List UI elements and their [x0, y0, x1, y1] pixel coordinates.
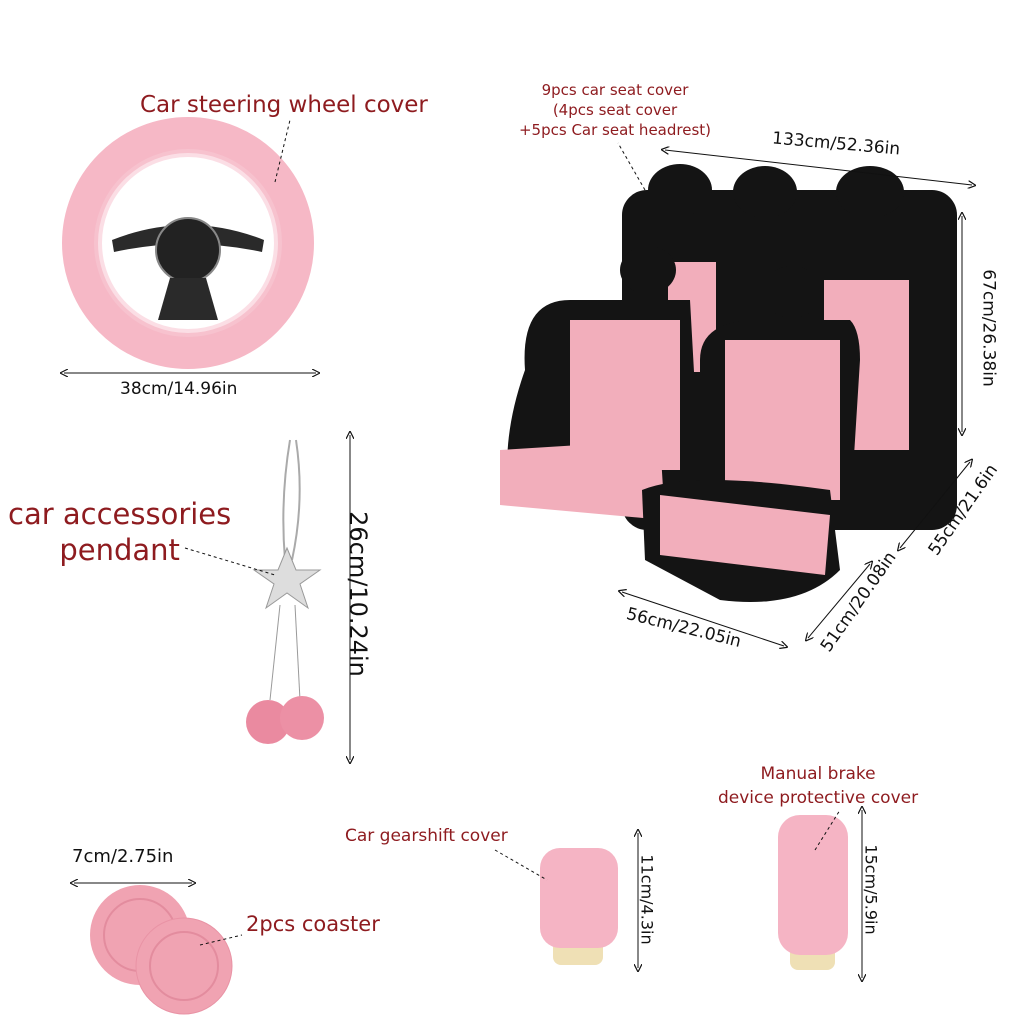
pendant-label: car accessories pendant — [8, 496, 231, 568]
seat-cover-line1: 9pcs car seat cover — [541, 81, 689, 99]
steering-wheel-label: Car steering wheel cover — [140, 92, 428, 118]
brake-line1: Manual brake — [760, 764, 876, 784]
car-seat-cover-image — [500, 164, 957, 602]
brake-label: Manual brake device protective cover — [718, 762, 918, 810]
gearshift-cover-image — [540, 848, 618, 965]
gearshift-label: Car gearshift cover — [345, 826, 508, 846]
brake-cover-image — [778, 815, 848, 970]
brake-line2: device protective cover — [718, 788, 919, 808]
seat-height-label: 67cm/26.38in — [978, 269, 999, 387]
coaster-size-label: 7cm/2.75in — [72, 846, 174, 867]
steering-wheel-cover-image — [62, 117, 314, 369]
brake-size-label: 15cm/5.9in — [861, 844, 881, 935]
pendant-line2: pendant — [59, 533, 180, 567]
pendant-length-label: 26cm/10.24in — [343, 511, 372, 677]
seat-cover-line2: (4pcs seat cover — [552, 101, 678, 119]
coaster-image — [90, 885, 233, 1015]
steering-width-label: 38cm/14.96in — [120, 379, 238, 399]
coaster-label: 2pcs coaster — [246, 912, 380, 936]
seat-cover-label: 9pcs car seat cover (4pcs seat cover +5p… — [505, 80, 725, 140]
pendant-line1: car accessories — [8, 497, 232, 531]
pendant-image — [246, 439, 324, 744]
seat-cover-line3: +5pcs Car seat headrest) — [518, 121, 711, 139]
gearshift-size-label: 11cm/4.3in — [637, 854, 657, 945]
